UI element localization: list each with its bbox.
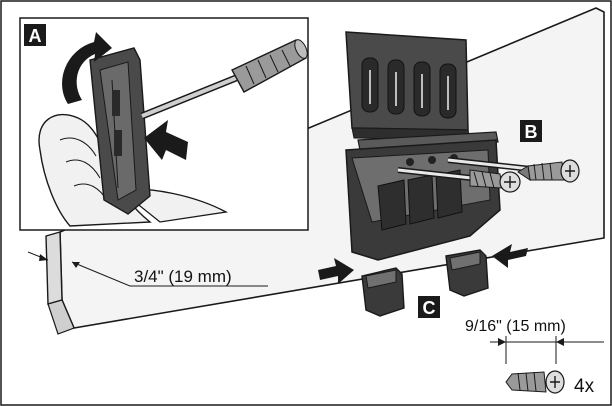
rotate-arrow-icon [62,32,112,104]
wall-offset-label: 3/4" (19 mm) [134,267,232,286]
cabinet-wall [45,7,605,335]
step-c-label: C [423,298,436,318]
step-c-badge: C [418,296,440,318]
step-a-label: A [29,26,42,46]
screw-icon [505,370,565,394]
screw-icon [517,159,580,183]
screwdriver-icon [140,39,308,120]
screw-length-label: 9/16" (15 mm) [465,318,566,335]
clip-right [445,249,489,297]
screw-quantity-label: 4x [574,376,595,397]
mounting-bracket [345,31,501,261]
screw-long-1 [397,167,521,193]
step-b-label: B [525,122,538,142]
inset-detail-a: A [19,17,309,231]
wall-dimension: 3/4" (19 mm) [27,251,268,287]
clip-left [361,267,405,317]
step-b-badge: B [520,120,542,142]
step-a-badge: A [24,24,46,46]
push-arrow-icon [492,244,528,268]
push-arrow-icon [318,258,354,284]
screw-length-dimension: 9/16" (15 mm) [465,318,604,364]
push-arrow-icon [144,120,188,160]
